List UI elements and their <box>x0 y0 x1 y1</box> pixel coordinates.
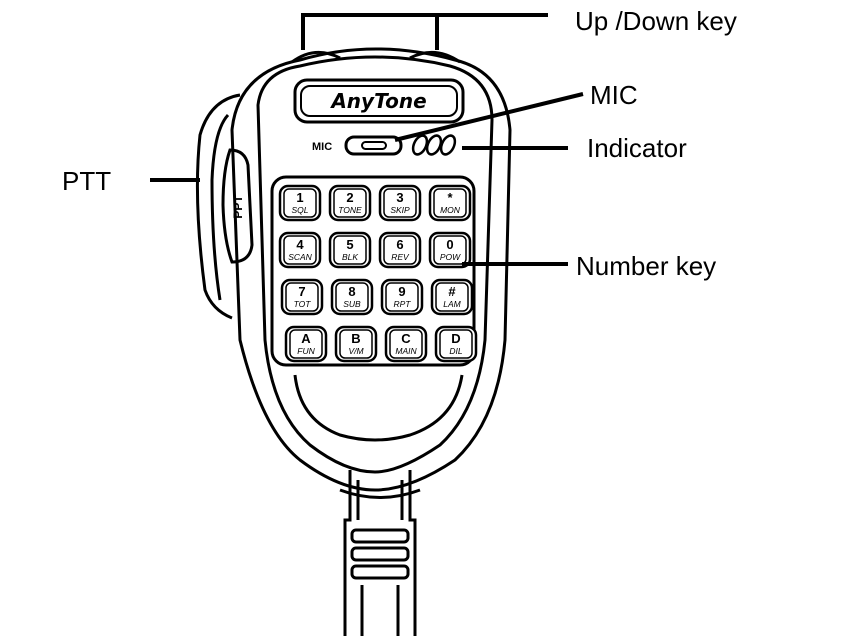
key-face <box>385 282 419 312</box>
key-face <box>433 188 467 218</box>
key-function: SQL <box>291 205 308 215</box>
key-outline <box>284 325 328 363</box>
callout-mic: MIC <box>590 80 638 110</box>
key-outline <box>428 231 472 269</box>
key-outline <box>384 325 428 363</box>
key-face <box>383 188 417 218</box>
key-function: REV <box>391 252 410 262</box>
key-function: MON <box>440 205 461 215</box>
key-function: DIL <box>449 346 463 356</box>
key-number: 5 <box>346 237 353 252</box>
mic-label: MIC <box>312 141 332 153</box>
logo-plate <box>293 78 465 124</box>
key-function: MAIN <box>395 346 417 356</box>
key-#[interactable]: #LAM <box>430 278 474 316</box>
key-outline <box>334 325 378 363</box>
key-face <box>289 329 323 359</box>
key-function: POW <box>440 252 461 262</box>
key-number: 7 <box>298 284 305 299</box>
callout-number-key: Number key <box>576 251 716 281</box>
key-face <box>389 329 423 359</box>
key-outline <box>378 231 422 269</box>
key-function: TONE <box>338 205 362 215</box>
callout-up-down-key: Up /Down key <box>575 6 737 36</box>
key-outline <box>280 278 324 316</box>
key-function: SKIP <box>390 205 410 215</box>
key-number: 8 <box>348 284 355 299</box>
key-face <box>433 235 467 265</box>
key-outline <box>434 325 478 363</box>
callout-ptt: PTT <box>62 166 111 196</box>
key-face <box>439 329 473 359</box>
key-function: SUB <box>343 299 361 309</box>
key-outline <box>330 278 374 316</box>
mic-leader <box>394 92 584 142</box>
key-face <box>435 282 469 312</box>
key-outline <box>278 184 322 222</box>
key-outline <box>328 184 372 222</box>
key-number: B <box>351 331 360 346</box>
key-function: RPT <box>394 299 412 309</box>
key-outline <box>430 278 474 316</box>
key-face <box>383 235 417 265</box>
keypad-panel <box>270 175 476 367</box>
key-outline <box>378 184 422 222</box>
key-number: 4 <box>296 237 304 252</box>
key-number: 0 <box>446 237 453 252</box>
callout-indicator: Indicator <box>587 133 687 163</box>
key-number: 1 <box>296 190 303 205</box>
key-function: LAM <box>443 299 461 309</box>
key-number: 3 <box>396 190 403 205</box>
key-number: 9 <box>398 284 405 299</box>
key-face <box>333 188 367 218</box>
brand-logo: AnyTone <box>329 89 426 113</box>
key-function: FUN <box>297 346 315 356</box>
key-outline <box>278 231 322 269</box>
key-number: A <box>301 331 311 346</box>
key-*[interactable]: *MON <box>428 184 472 222</box>
callout-lines <box>150 13 584 266</box>
key-face <box>339 329 373 359</box>
keypad: 1SQL2TONE3SKIP*MON4SCAN5BLK6REV0POW7TOT8… <box>278 184 478 363</box>
microphone-body <box>195 47 512 492</box>
key-number: # <box>448 284 456 299</box>
key-number: D <box>451 331 460 346</box>
key-number: 6 <box>396 237 403 252</box>
key-number: 2 <box>346 190 353 205</box>
key-face <box>333 235 367 265</box>
key-outline <box>380 278 424 316</box>
key-face <box>283 235 317 265</box>
ptt-tab-label: PPT <box>231 195 245 219</box>
key-outline <box>428 184 472 222</box>
key-face <box>283 188 317 218</box>
cable <box>339 470 421 636</box>
mic-hole <box>344 135 403 156</box>
key-number: C <box>401 331 411 346</box>
key-face <box>285 282 319 312</box>
key-function: SCAN <box>288 252 312 262</box>
key-number: * <box>447 190 453 205</box>
key-function: TOT <box>294 299 312 309</box>
key-B[interactable]: BV/M <box>334 325 378 363</box>
key-face <box>335 282 369 312</box>
up-down-leader <box>301 13 548 50</box>
key-function: BLK <box>342 252 358 262</box>
key-function: V/M <box>348 346 364 356</box>
indicator-leds <box>411 134 457 156</box>
key-outline <box>328 231 372 269</box>
